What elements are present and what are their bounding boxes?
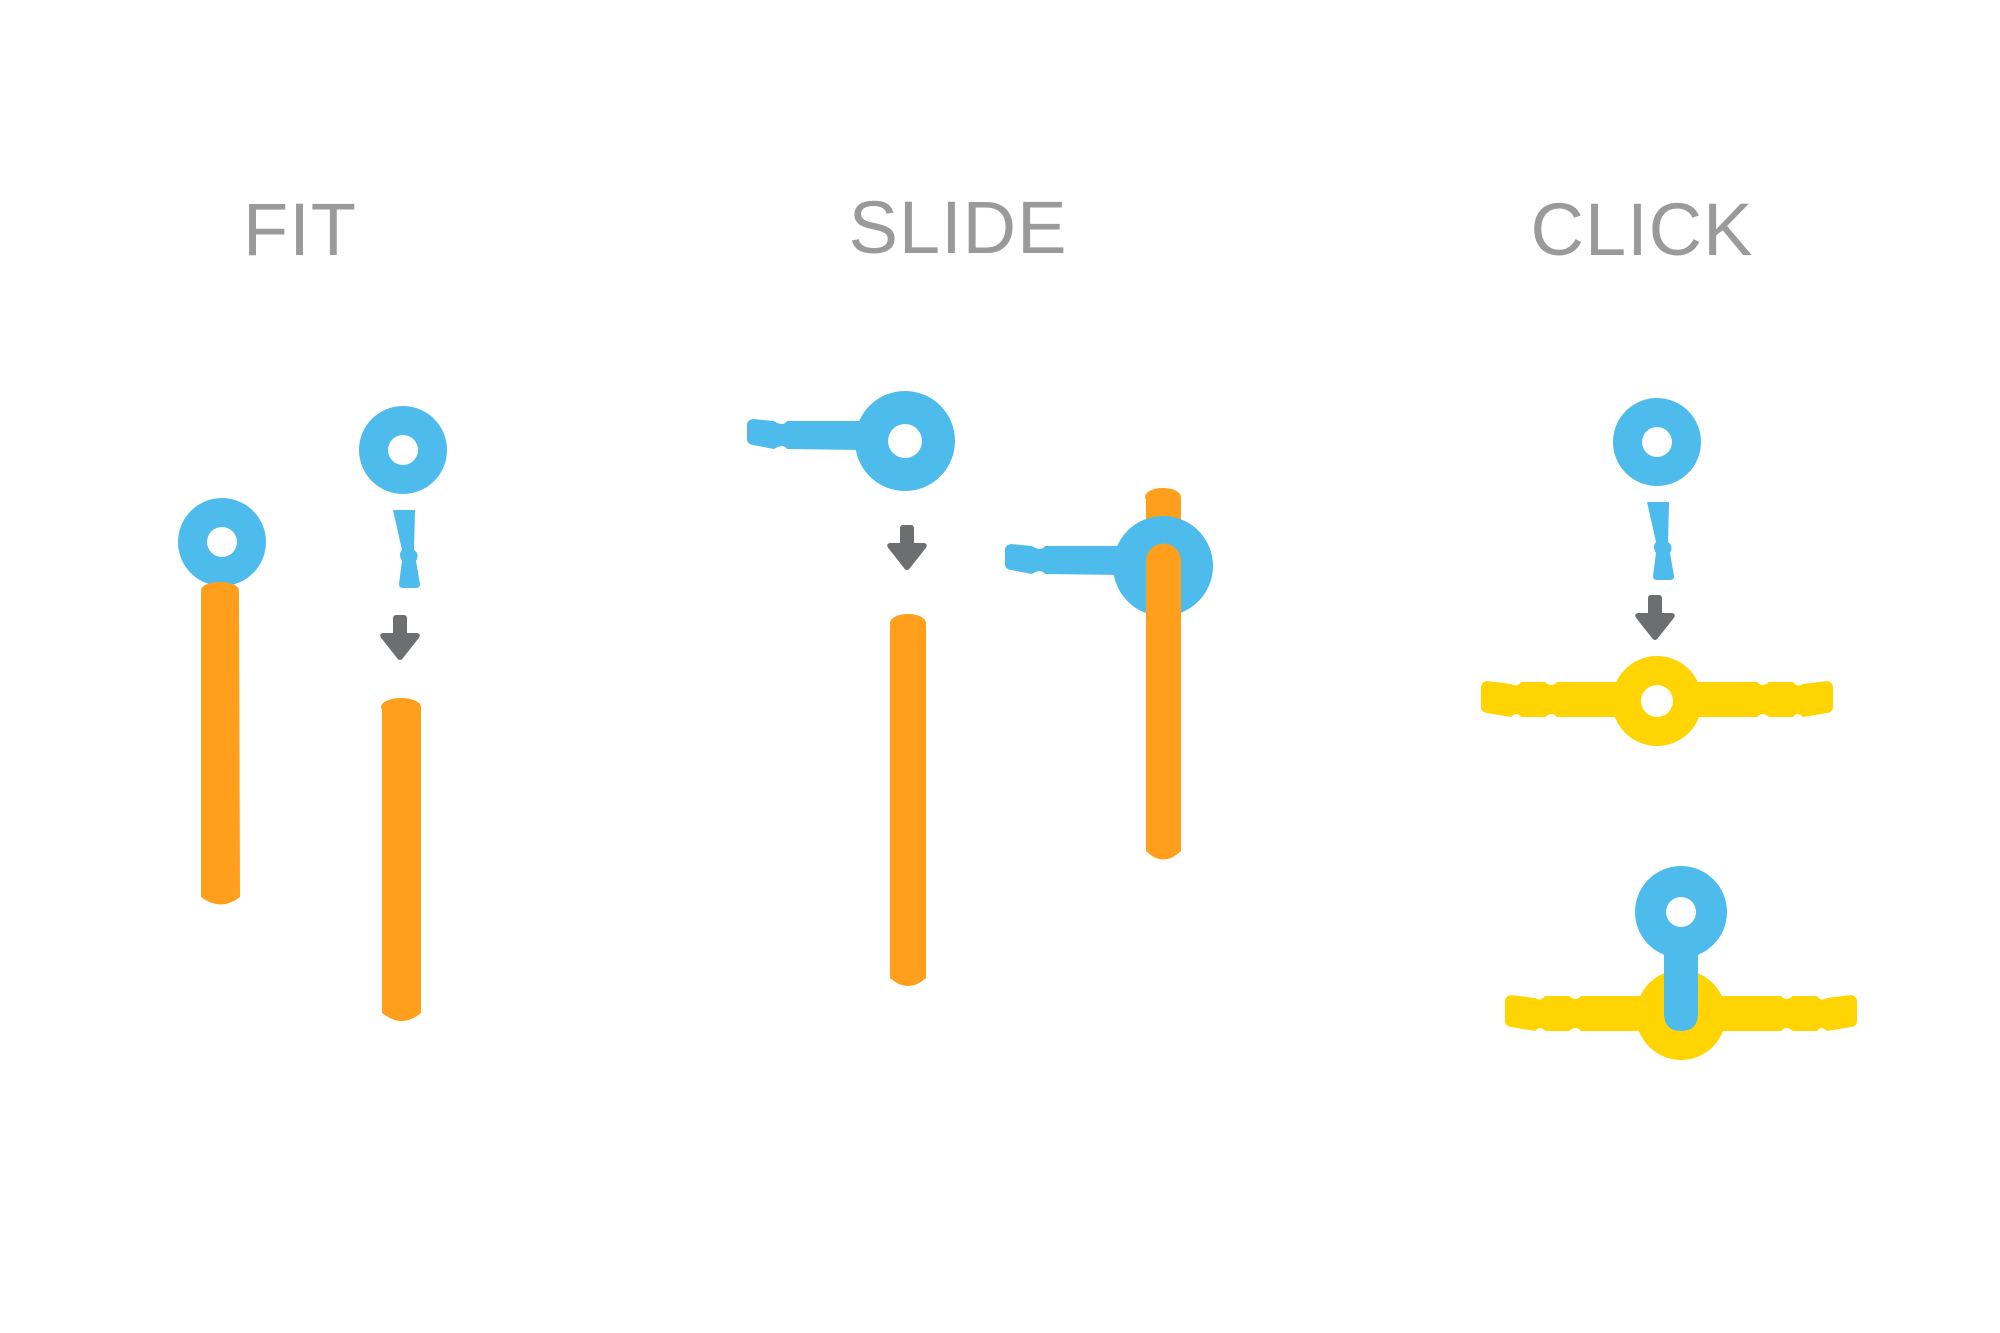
rod-icon xyxy=(201,582,240,905)
step-title-click: CLICK xyxy=(1531,188,1754,271)
click-separate-group xyxy=(1481,398,1833,746)
slide-assembled-group xyxy=(1005,488,1213,860)
connector-icon xyxy=(1613,398,1701,580)
connector-icon xyxy=(359,406,447,588)
cross-connector-icon xyxy=(1481,656,1833,746)
down-arrow-icon xyxy=(887,525,927,570)
click-step-group xyxy=(1481,398,1857,1060)
fit-step-group xyxy=(178,406,447,1021)
click-assembled-group xyxy=(1505,866,1857,1060)
connector-icon xyxy=(1005,516,1213,616)
connector-icon xyxy=(747,391,955,491)
step-title-fit: FIT xyxy=(243,188,357,271)
step-title-slide: SLIDE xyxy=(849,186,1068,269)
down-arrow-icon xyxy=(380,615,420,660)
connector-icon xyxy=(1635,866,1727,1031)
fit-assembled-group xyxy=(178,498,266,905)
slide-separate-group xyxy=(747,391,955,986)
slide-step-group xyxy=(747,391,1213,986)
rod-icon xyxy=(381,698,421,1021)
fit-separate-group xyxy=(359,406,447,1021)
rod-icon xyxy=(890,614,926,986)
rod-icon xyxy=(1146,543,1181,860)
down-arrow-icon xyxy=(1635,595,1675,640)
